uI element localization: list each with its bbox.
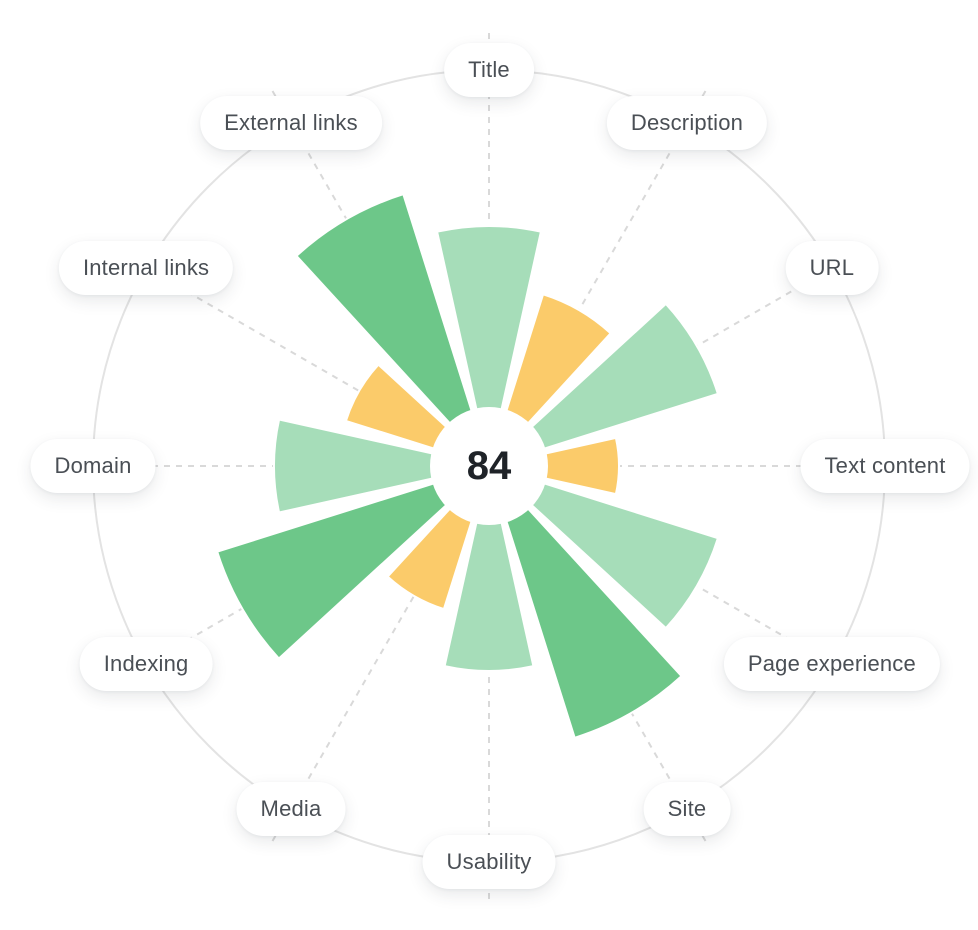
label-description: Description: [606, 96, 768, 151]
label-usability: Usability: [422, 835, 556, 889]
wedge-url: [488, 302, 719, 467]
label-title: Title: [444, 43, 534, 97]
overall-score: 84: [430, 407, 548, 525]
label-external-links: External links: [200, 96, 382, 151]
label-page-experience: Page experience: [723, 637, 940, 691]
wedge-site: [488, 465, 683, 739]
wedge-title: [436, 225, 542, 467]
wedge-indexing: [216, 465, 490, 660]
wedge-page-experience: [488, 465, 719, 630]
label-site: Site: [643, 781, 731, 836]
wedge-domain: [273, 418, 490, 514]
label-text-content: Text content: [800, 439, 970, 493]
label-domain: Domain: [30, 439, 156, 493]
wedge-usability: [443, 465, 535, 672]
label-media: Media: [236, 781, 346, 836]
wedge-text-content: [488, 436, 620, 496]
wedge-external-links: [295, 193, 490, 467]
label-url: URL: [785, 241, 879, 295]
label-indexing: Indexing: [79, 637, 213, 691]
label-internal-links: Internal links: [58, 241, 234, 295]
